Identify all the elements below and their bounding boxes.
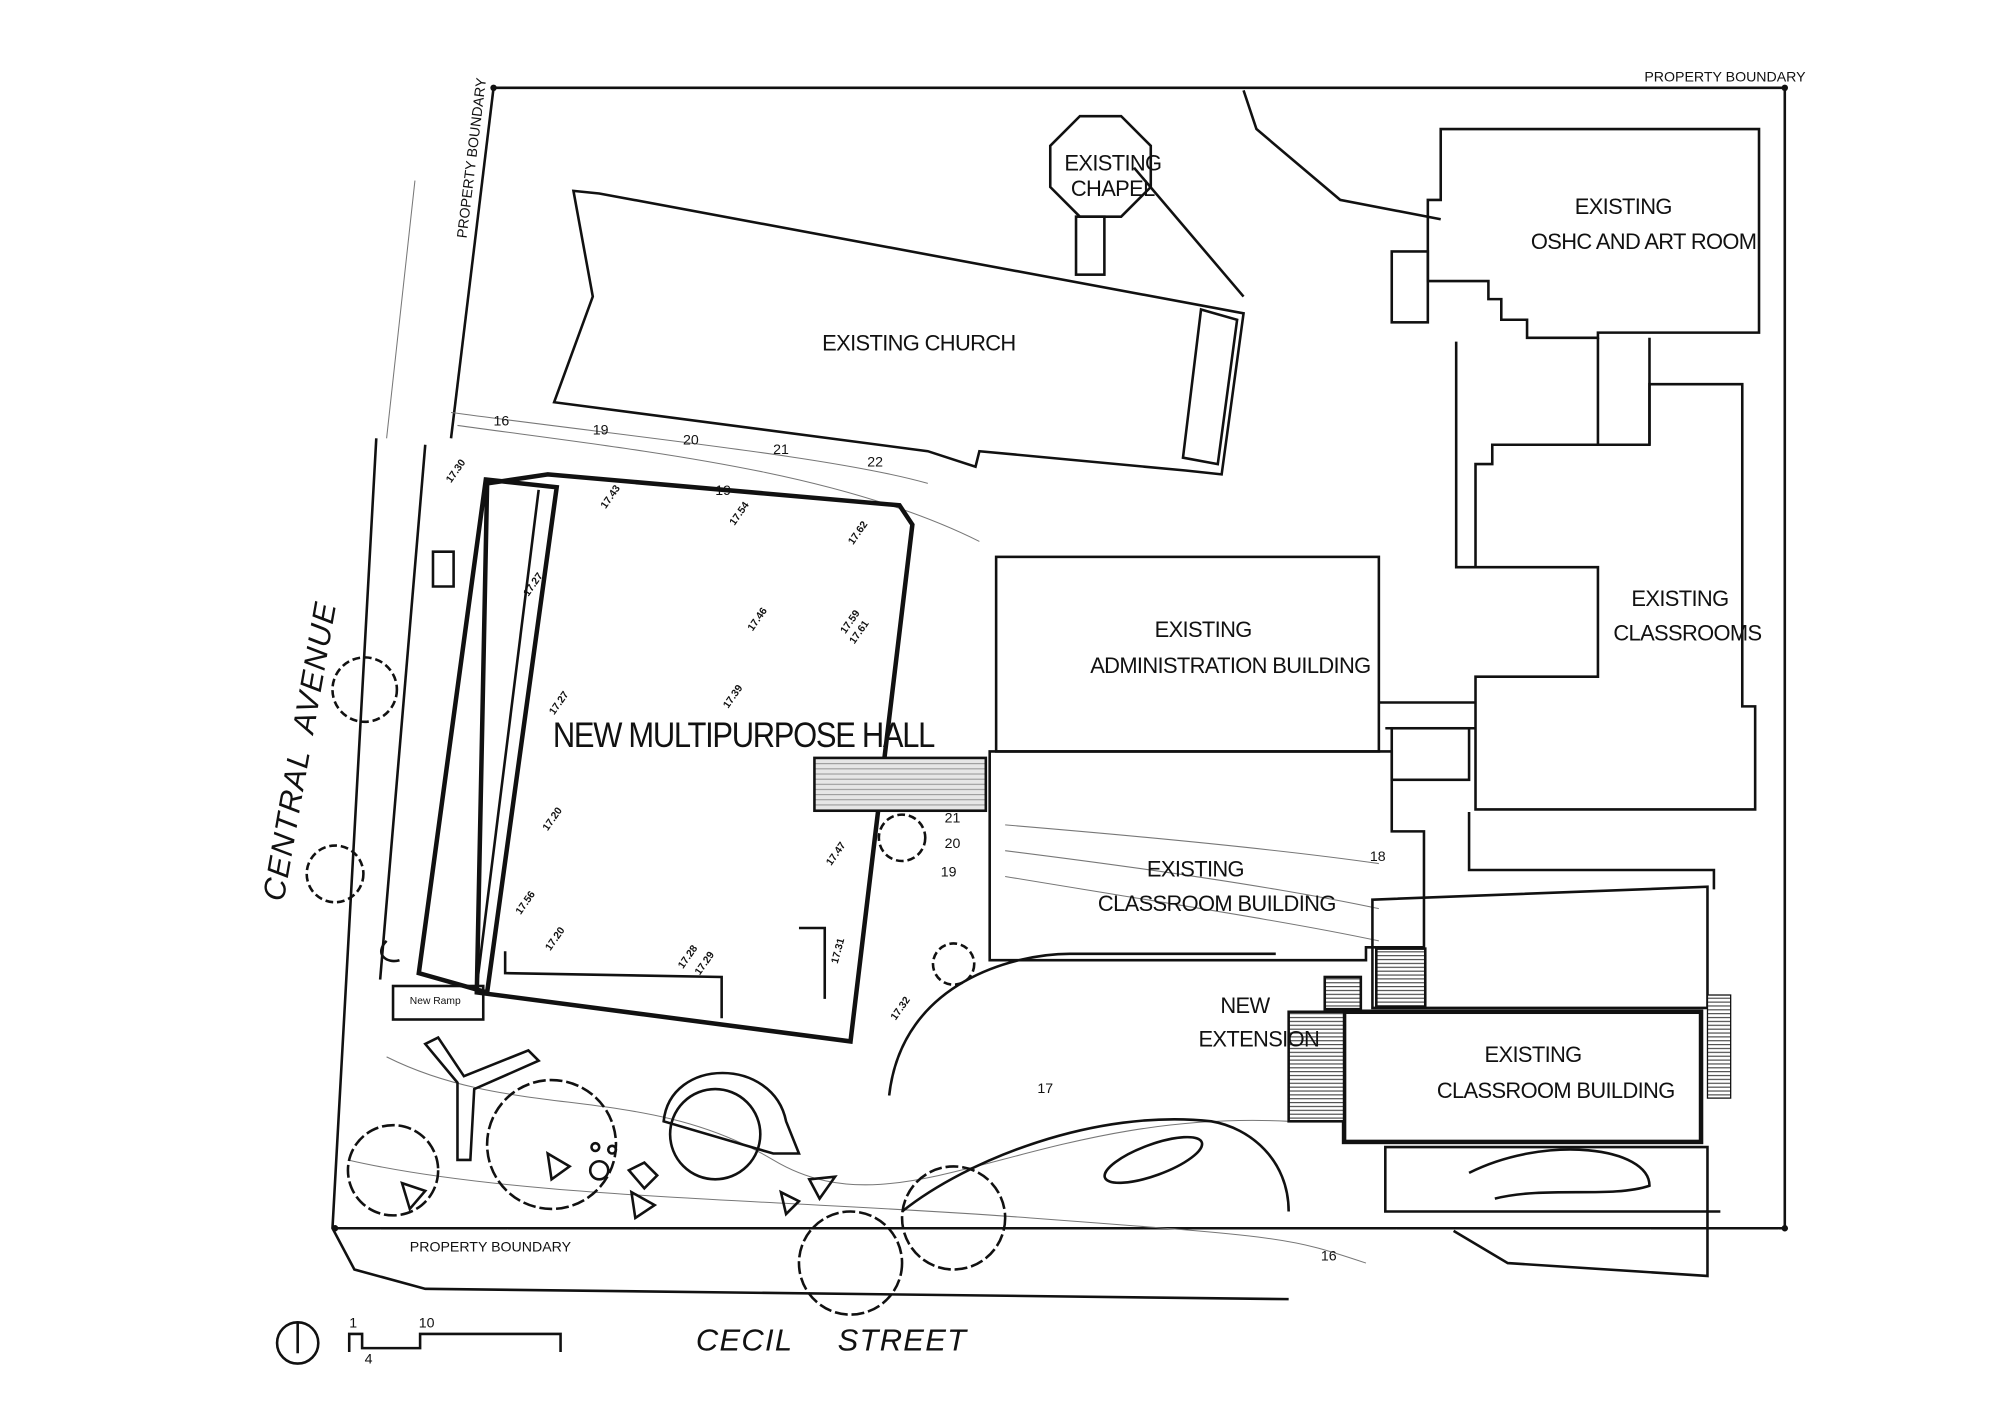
- landscape-trees: [305, 550, 1709, 1316]
- property-boundary-bottom-label: PROPERTY BOUNDARY: [410, 1239, 572, 1255]
- oshc-label-2: OSHC AND ART ROOM: [1531, 229, 1756, 254]
- chapel-link: [1074, 215, 1106, 276]
- svg-text:10: 10: [419, 1315, 435, 1331]
- svg-text:4: 4: [365, 1352, 373, 1368]
- new-ramp: [391, 984, 485, 1021]
- road-edges: [331, 89, 1721, 1301]
- hall-link-walkway: [813, 756, 988, 813]
- svg-text:19: 19: [593, 422, 609, 438]
- oshc-label-1: EXISTING: [1575, 194, 1672, 219]
- contour-lines: [347, 412, 1379, 1264]
- svg-text:16: 16: [494, 413, 510, 429]
- svg-text:17.43: 17.43: [599, 483, 623, 511]
- svg-text:22: 22: [867, 455, 883, 471]
- classroom-mid-label-1: EXISTING: [1147, 856, 1244, 881]
- svg-text:21: 21: [945, 810, 961, 826]
- central-avenue-label-2: AVENUE: [285, 599, 343, 738]
- svg-text:16: 16: [1321, 1248, 1337, 1264]
- existing-classroom-building-low: [1341, 1009, 1704, 1145]
- existing-classrooms: [1474, 382, 1757, 811]
- svg-text:20: 20: [945, 836, 961, 852]
- property-boundary: [331, 84, 1789, 1232]
- svg-text:17.31: 17.31: [830, 937, 847, 965]
- contour-labels: 16 19 20 21 22 19 21 20 19 17 18 16: [494, 413, 1386, 1264]
- classroom-low-label-2: CLASSROOM BUILDING: [1437, 1078, 1675, 1103]
- scale-bar: 1 4 10: [347, 1315, 562, 1368]
- new-extension-link: [1375, 947, 1427, 1008]
- north-arrow-icon: [275, 1321, 320, 1365]
- new-extension-label-2: EXTENSION: [1198, 1027, 1319, 1052]
- svg-text:20: 20: [683, 433, 699, 449]
- svg-text:17.20: 17.20: [541, 805, 565, 833]
- new-extension-label-1: NEW: [1220, 993, 1270, 1018]
- svg-text:17.27: 17.27: [548, 689, 572, 717]
- admin-label-1: EXISTING: [1155, 617, 1252, 642]
- svg-text:18: 18: [1370, 849, 1386, 865]
- hall-label: NEW MULTIPURPOSE HALL: [553, 716, 935, 755]
- svg-text:17.39: 17.39: [722, 683, 746, 711]
- classrooms-label-1: EXISTING: [1631, 586, 1728, 611]
- stair: [1706, 994, 1732, 1099]
- classrooms-label-2: CLASSROOMS: [1613, 621, 1761, 646]
- classroom-low-label-1: EXISTING: [1485, 1042, 1582, 1067]
- svg-text:17.47: 17.47: [825, 840, 849, 868]
- hall-west-wing: [416, 477, 560, 996]
- church-apse: [1181, 307, 1239, 466]
- svg-text:17.56: 17.56: [514, 889, 538, 917]
- svg-text:17.20: 17.20: [544, 925, 568, 953]
- cecil-street-label-2: STREET: [838, 1323, 968, 1358]
- existing-church: [552, 189, 1245, 476]
- svg-text:17.46: 17.46: [746, 606, 770, 634]
- svg-text:21: 21: [773, 442, 789, 458]
- chapel-label-2: CHAPEL: [1071, 176, 1155, 201]
- existing-oshc-art-room: [1426, 127, 1761, 340]
- oshc-annex: [1390, 250, 1430, 324]
- existing-chapel: [1048, 114, 1153, 218]
- classroom-mid-label-2: CLASSROOM BUILDING: [1098, 891, 1336, 916]
- svg-text:17: 17: [1037, 1081, 1053, 1097]
- svg-text:17.30: 17.30: [444, 457, 468, 485]
- svg-text:19: 19: [941, 864, 957, 880]
- spot-levels: 17.30 17.43 17.54 17.62 17.39 17.46 17.5…: [444, 457, 913, 1022]
- svg-text:17.54: 17.54: [728, 500, 752, 528]
- svg-text:1: 1: [349, 1315, 357, 1331]
- cecil-street-label-1: CECIL: [696, 1323, 793, 1358]
- new-extension: [1287, 1010, 1346, 1123]
- svg-text:17.62: 17.62: [847, 519, 871, 547]
- church-label: EXISTING CHURCH: [822, 331, 1015, 356]
- chapel-label-1: EXISTING: [1064, 150, 1161, 175]
- new-ramp-label: New Ramp: [410, 996, 461, 1007]
- svg-text:17.32: 17.32: [889, 995, 913, 1023]
- property-boundary-top-label: PROPERTY BOUNDARY: [1644, 69, 1806, 85]
- admin-label-2: ADMINISTRATION BUILDING: [1090, 653, 1370, 678]
